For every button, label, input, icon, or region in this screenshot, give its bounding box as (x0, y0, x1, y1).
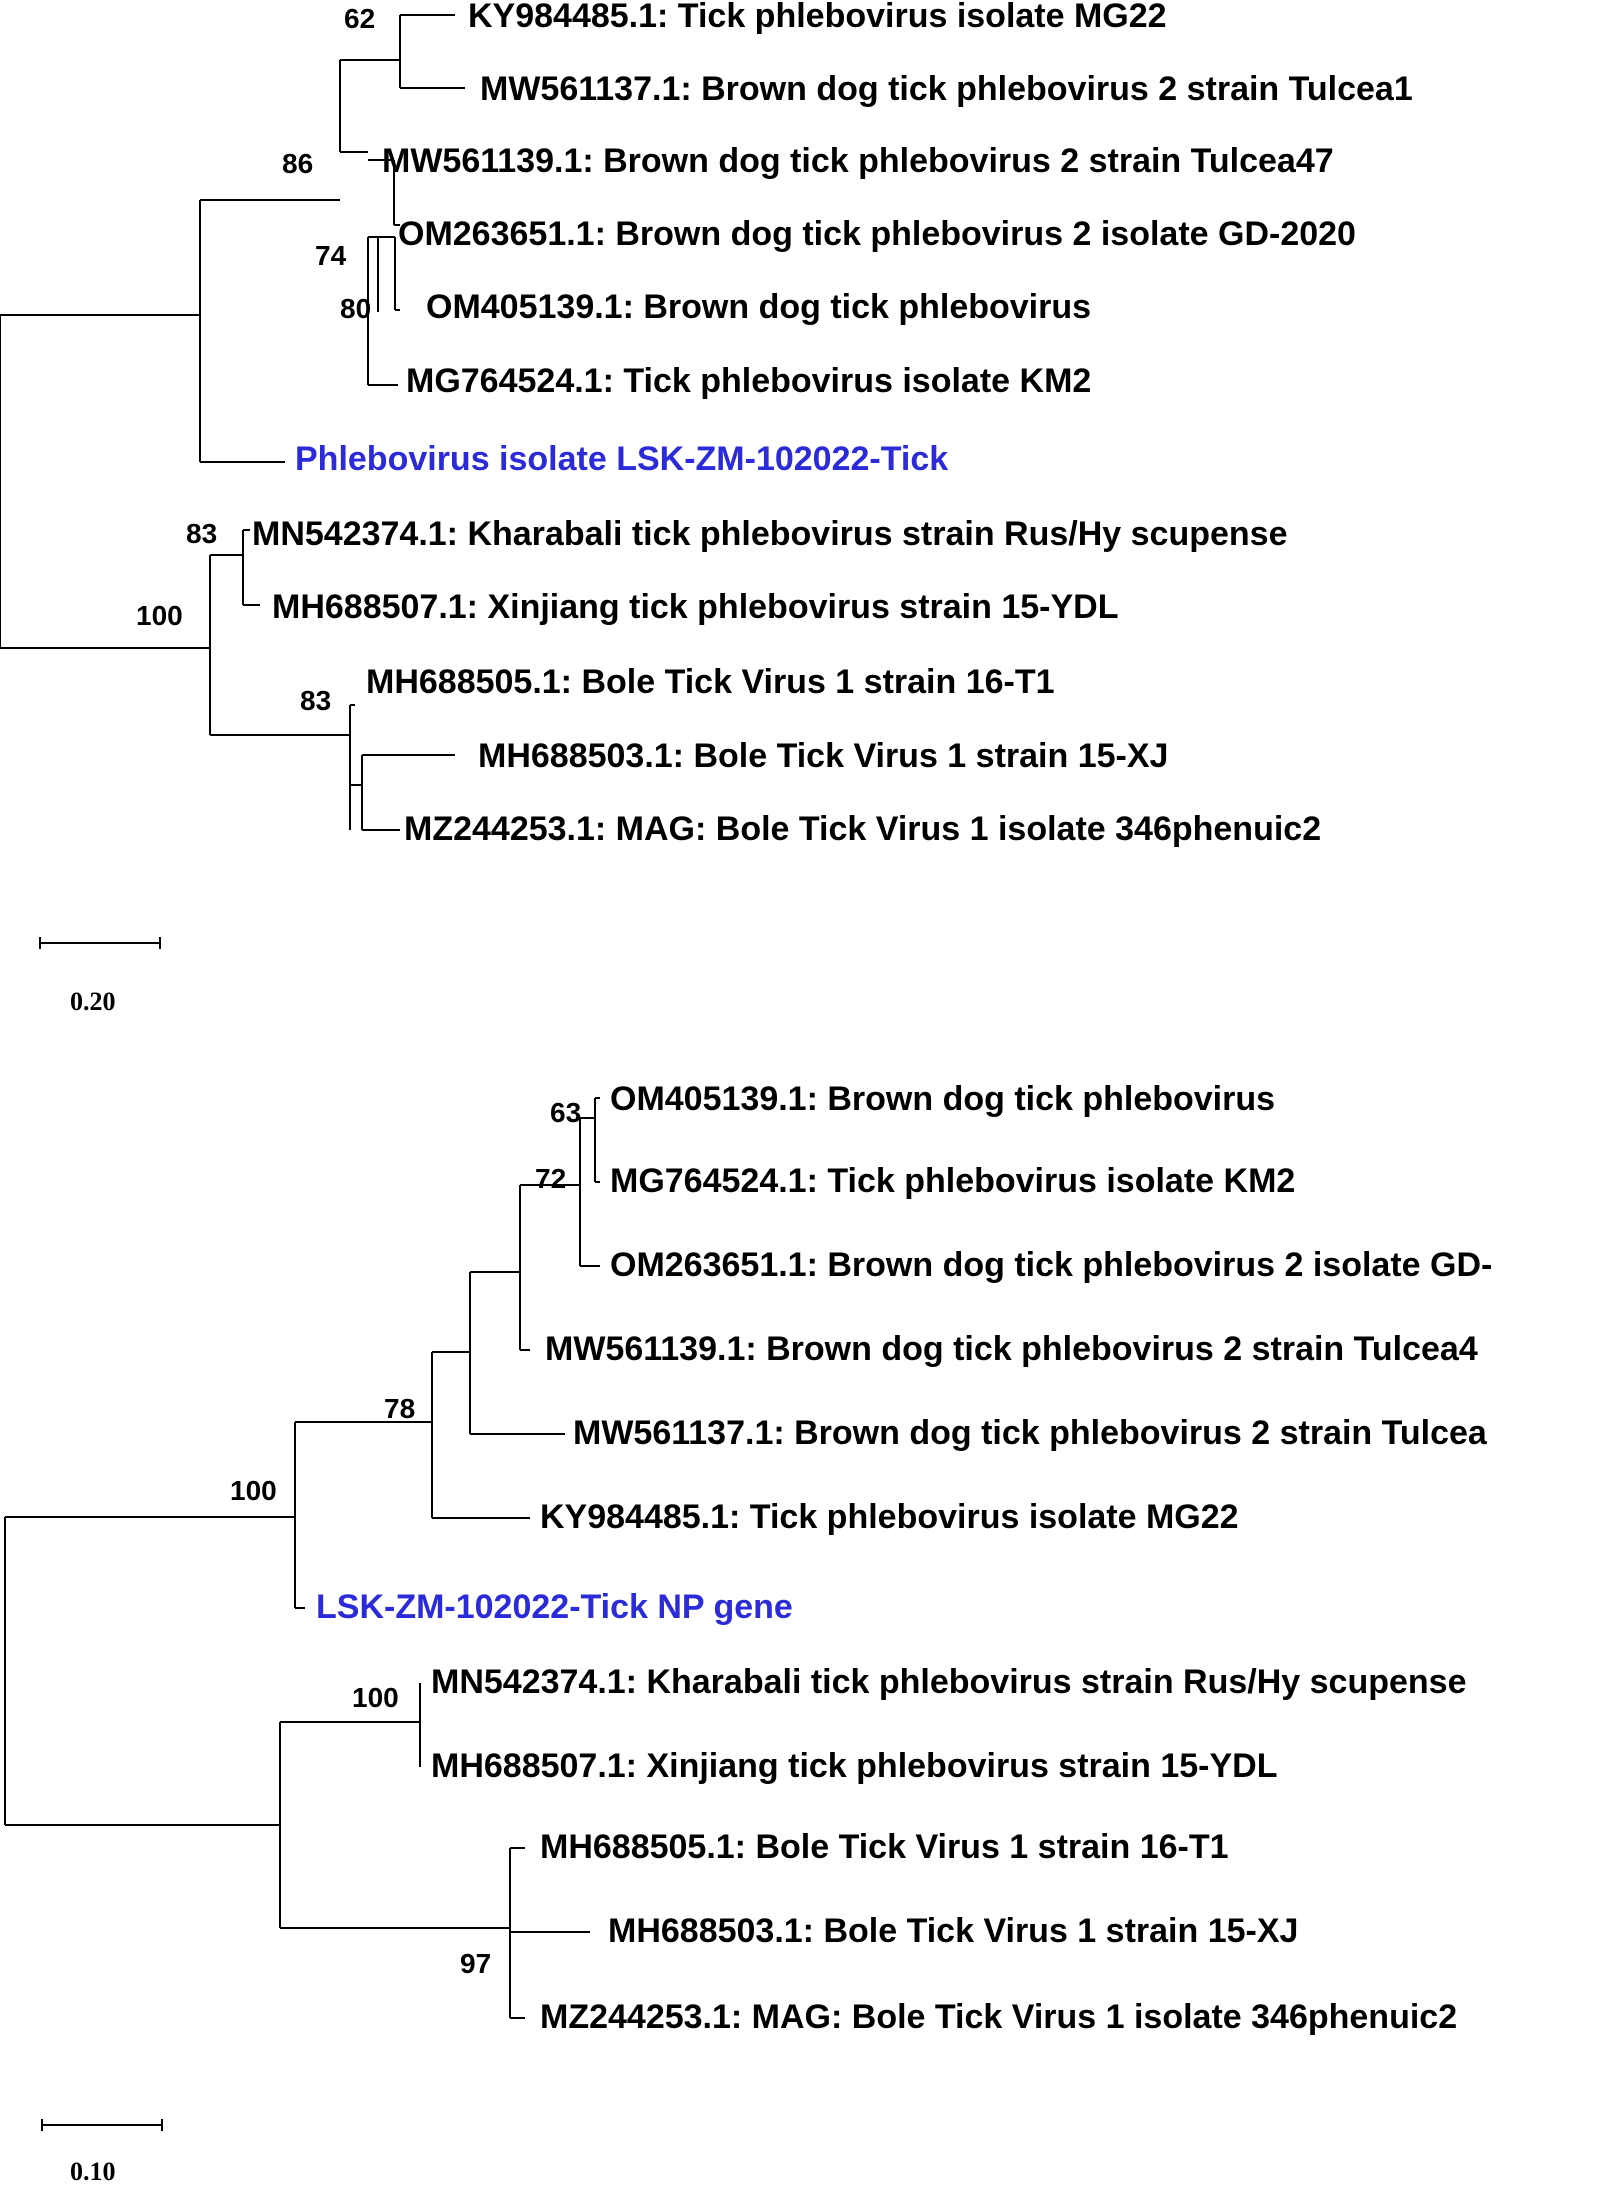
leaf-label: MW561139.1: Brown dog tick phlebovirus 2… (382, 142, 1334, 180)
leaf-label: MG764524.1: Tick phlebovirus isolate KM2 (406, 362, 1091, 400)
bootstrap-value: 86 (282, 148, 313, 179)
leaf-label: MW561139.1: Brown dog tick phlebovirus 2… (545, 1330, 1478, 1368)
leaf-label: OM263651.1: Brown dog tick phlebovirus 2… (610, 1246, 1492, 1284)
leaf-label: OM263651.1: Brown dog tick phlebovirus 2… (398, 215, 1356, 253)
scale-bar-label: 0.20 (70, 987, 116, 1016)
tree-bottom: OM405139.1: Brown dog tick phlebovirusMG… (4, 1080, 1492, 2186)
scale-bar-label: 0.10 (70, 2157, 116, 2186)
leaf-label: MZ244253.1: MAG: Bole Tick Virus 1 isola… (404, 810, 1321, 848)
leaf-label: MH688507.1: Xinjiang tick phlebovirus st… (272, 588, 1118, 626)
leaf-label-query: LSK-ZM-102022-Tick NP gene (316, 1588, 793, 1626)
branches (4, 1097, 600, 2019)
bootstrap-value: 97 (460, 1948, 491, 1979)
bootstrap-value: 83 (186, 518, 217, 549)
leaf-label: MH688503.1: Bole Tick Virus 1 strain 15-… (478, 737, 1168, 775)
leaf-label: MW561137.1: Brown dog tick phlebovirus 2… (480, 70, 1413, 108)
leaf-label: MZ244253.1: MAG: Bole Tick Virus 1 isola… (540, 1998, 1457, 2036)
bootstrap-value: 100 (136, 600, 183, 631)
bootstrap-value: 100 (230, 1475, 277, 1506)
leaf-label: MN542374.1: Kharabali tick phlebovirus s… (431, 1663, 1467, 1701)
bootstrap-value: 62 (344, 3, 375, 34)
leaf-label: MW561137.1: Brown dog tick phlebovirus 2… (573, 1414, 1488, 1452)
bootstrap-value: 83 (300, 685, 331, 716)
bootstrap-value: 72 (535, 1163, 566, 1194)
branches (0, 14, 465, 831)
leaf-label: MN542374.1: Kharabali tick phlebovirus s… (252, 515, 1288, 553)
leaf-label: OM405139.1: Brown dog tick phlebovirus (610, 1080, 1275, 1118)
leaf-label: KY984485.1: Tick phlebovirus isolate MG2… (468, 0, 1167, 35)
leaf-label: MG764524.1: Tick phlebovirus isolate KM2 (610, 1162, 1295, 1200)
bootstrap-value: 78 (384, 1393, 415, 1424)
leaf-label: MH688505.1: Bole Tick Virus 1 strain 16-… (366, 663, 1055, 701)
tree-top: KY984485.1: Tick phlebovirus isolate MG2… (0, 0, 1413, 1016)
leaf-label: MH688503.1: Bole Tick Virus 1 strain 15-… (608, 1912, 1298, 1950)
bootstrap-value: 74 (315, 240, 347, 271)
leaf-label: MH688505.1: Bole Tick Virus 1 strain 16-… (540, 1828, 1229, 1866)
leaf-label: MH688507.1: Xinjiang tick phlebovirus st… (431, 1747, 1277, 1785)
leaf-label: OM405139.1: Brown dog tick phlebovirus (426, 288, 1091, 326)
bootstrap-value: 80 (340, 293, 371, 324)
bootstrap-value: 63 (550, 1097, 581, 1128)
leaf-label: KY984485.1: Tick phlebovirus isolate MG2… (540, 1498, 1239, 1536)
bootstrap-value: 100 (352, 1682, 399, 1713)
leaf-label-query: Phlebovirus isolate LSK-ZM-102022-Tick (295, 440, 948, 478)
